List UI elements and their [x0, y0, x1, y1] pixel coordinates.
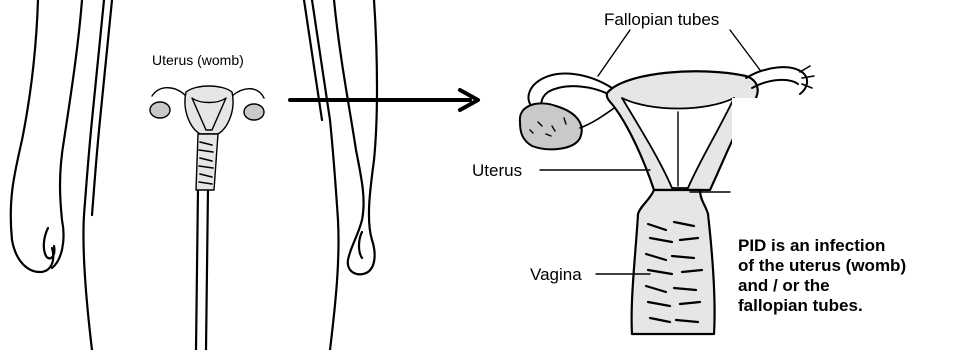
small-left-tube: [152, 88, 186, 96]
legs-center-left: [196, 188, 198, 350]
caption-line: fallopian tubes.: [738, 296, 906, 316]
caption-line: and / or the: [738, 276, 906, 296]
label-vagina: Vagina: [530, 265, 582, 285]
large-right-tube-lower: [752, 80, 798, 88]
label-fallopian-tubes: Fallopian tubes: [604, 10, 719, 30]
large-left-tube-upper: [528, 74, 612, 104]
left-torso-inner: [92, 0, 112, 215]
small-left-ovary: [150, 102, 170, 118]
right-torso-outline: [312, 0, 339, 350]
small-right-ovary: [244, 104, 264, 120]
small-uterus-body: [185, 86, 233, 134]
small-uterus: [150, 86, 264, 190]
left-torso-outline: [83, 0, 104, 350]
pid-caption: PID is an infection of the uterus (womb)…: [738, 236, 906, 316]
right-thumb: [359, 232, 362, 258]
small-right-tube: [232, 89, 264, 98]
right-arm-outline: [334, 0, 377, 274]
large-vagina: [632, 190, 715, 334]
label-uterus: Uterus: [472, 161, 522, 181]
label-uterus-womb: Uterus (womb): [152, 52, 244, 68]
left-arm-inner: [52, 0, 82, 268]
leader-fallopian-left: [598, 30, 630, 76]
caption-line: PID is an infection: [738, 236, 906, 256]
legs-center-right: [206, 188, 208, 350]
leader-fallopian-right: [730, 30, 760, 70]
occluding-box: [732, 98, 772, 198]
caption-line: of the uterus (womb): [738, 256, 906, 276]
large-ovary: [520, 103, 582, 149]
